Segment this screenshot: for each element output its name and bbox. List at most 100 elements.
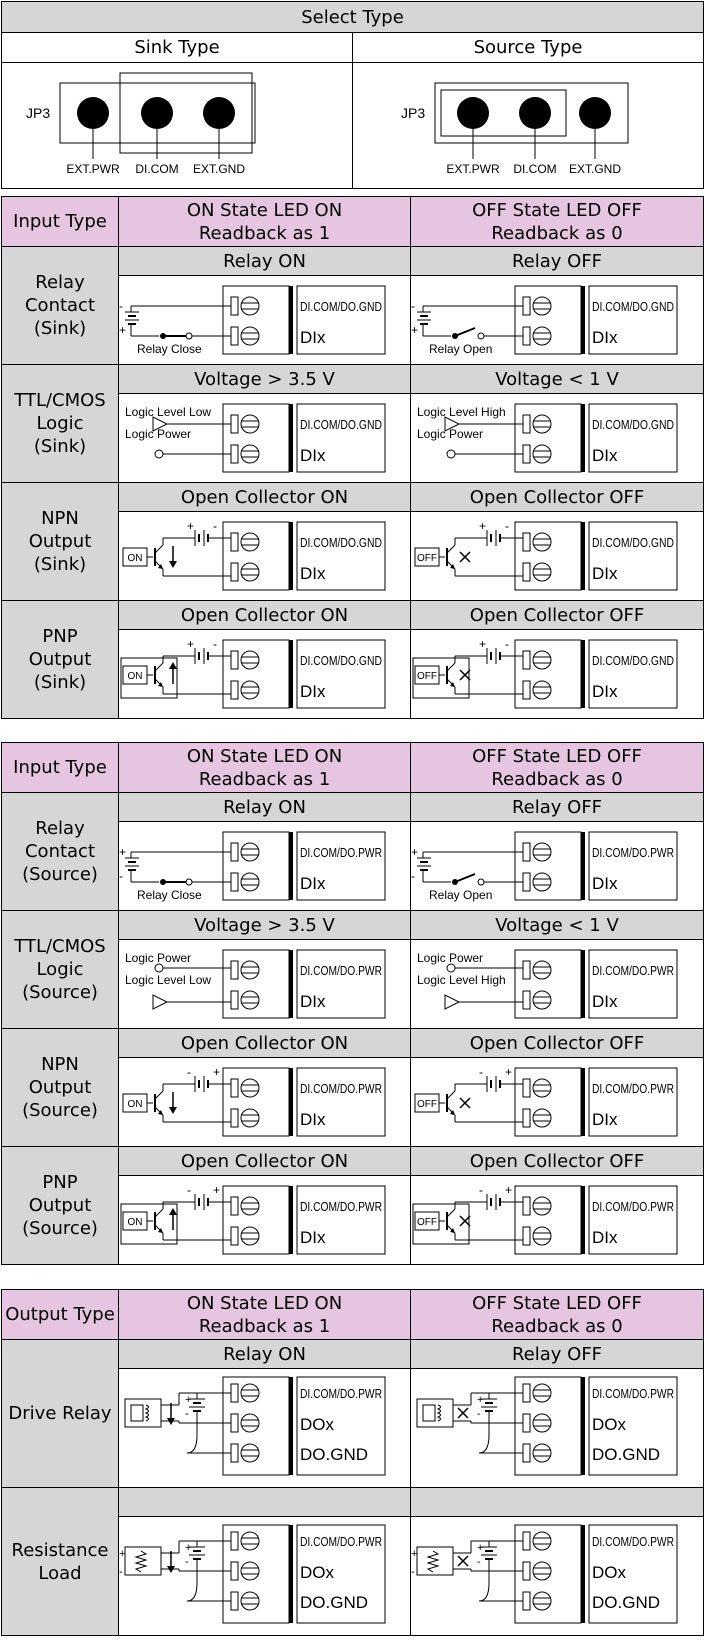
svg-text:-: -: [505, 637, 509, 651]
terminal-slot: [230, 1443, 239, 1463]
opto-state-box: ON: [128, 1217, 143, 1228]
no-current-icon: [459, 1215, 471, 1227]
screw-terminal-icon: [240, 562, 260, 582]
screw-terminal-icon: [532, 1591, 552, 1611]
jumper-pin: [519, 97, 551, 129]
logic-label-1: Logic Level High: [417, 405, 506, 419]
screw-terminal-icon: [532, 1443, 552, 1463]
svg-text:+: +: [477, 1542, 483, 1554]
screw-terminal-icon: [240, 1226, 260, 1246]
com-terminal-label: DI.COM/DO.PWR: [592, 963, 674, 978]
svg-text:+: +: [477, 1394, 483, 1406]
screw-terminal-icon: [240, 532, 260, 552]
screw-terminal-icon: [532, 326, 552, 346]
resistor-icon: [426, 1550, 440, 1573]
state-label-on: Open Collector ON: [118, 482, 411, 512]
screw-terminal-icon: [532, 650, 552, 670]
terminal-slot: [230, 444, 239, 464]
dix-terminal-label: DIx: [300, 328, 326, 347]
screw-terminal-icon: [240, 1108, 260, 1128]
dix-terminal-label: DIx: [300, 564, 326, 583]
select-type-title: Select Type: [0, 1, 704, 33]
terminal-slot: [230, 562, 239, 582]
terminal-slot: [230, 1108, 239, 1128]
svg-text:+: +: [187, 519, 194, 533]
screw-terminal-icon: [532, 532, 552, 552]
com-terminal-label: DI.COM/DO.PWR: [592, 1386, 674, 1401]
svg-text:+: +: [185, 1542, 191, 1554]
com-terminal-label: DI.COM/DO.PWR: [300, 1199, 382, 1214]
dix-terminal-label: DIx: [300, 446, 326, 465]
svg-text:-: -: [505, 519, 509, 533]
svg-text:+: +: [479, 637, 486, 651]
screw-terminal-icon: [240, 1531, 260, 1551]
opto-state-box: ON: [128, 553, 143, 564]
resistor-icon: [134, 1550, 148, 1573]
screw-terminal-icon: [532, 1383, 552, 1403]
terminal-slot: [230, 842, 239, 862]
screw-terminal-icon: [532, 680, 552, 700]
screw-terminal-icon: [240, 1591, 260, 1611]
pin-ext-gnd: EXT.GND: [569, 162, 621, 176]
input-type-header: Input Type: [1, 196, 119, 247]
pin-ext-pwr: EXT.PWR: [446, 162, 500, 176]
jumper-pin: [77, 97, 109, 129]
svg-text:+: +: [411, 845, 418, 859]
svg-text:+: +: [411, 1548, 417, 1560]
screw-terminal-icon: [532, 296, 552, 316]
terminal-slot: [230, 960, 239, 980]
terminal-slot: [522, 562, 531, 582]
com-terminal-label: DI.COM/DO.GND: [300, 417, 382, 432]
logic-label-2: Logic Level Low: [125, 973, 211, 987]
svg-text:-: -: [185, 1408, 189, 1420]
opto-state-box: ON: [128, 671, 143, 682]
terminal-slot: [230, 1561, 239, 1581]
dix-terminal-label: DIx: [300, 1228, 326, 1247]
terminal-slot: [522, 1443, 531, 1463]
relay-state-note: Relay Close: [137, 342, 202, 356]
screw-terminal-icon: [240, 1443, 260, 1463]
pin-ext-pwr: EXT.PWR: [66, 162, 120, 176]
relay-state-note: Relay Open: [429, 342, 492, 356]
state-label-on: Relay ON: [118, 246, 411, 276]
terminal-slot: [522, 960, 531, 980]
svg-text:-: -: [213, 519, 217, 533]
com-terminal-label: DI.COM/DO.PWR: [300, 1081, 382, 1096]
svg-text:-: -: [119, 1566, 123, 1578]
opto-state-box: OFF: [417, 671, 437, 682]
screw-terminal-icon: [240, 990, 260, 1010]
com-terminal-label: DI.COM/DO.GND: [592, 417, 674, 432]
screw-terminal-icon: [240, 650, 260, 670]
svg-text:+: +: [119, 845, 126, 859]
state-label-off: [410, 1487, 704, 1517]
screw-terminal-icon: [532, 1226, 552, 1246]
jumper-pin: [141, 97, 173, 129]
com-terminal-label: DI.COM/DO.PWR: [300, 1386, 382, 1401]
screw-terminal-icon: [532, 1413, 552, 1433]
svg-text:+: +: [411, 323, 418, 337]
dix-terminal-label: DIx: [300, 874, 326, 893]
opto-state-box: OFF: [417, 1217, 437, 1228]
dix-terminal-label: DIx: [592, 682, 618, 701]
terminal-slot: [230, 1591, 239, 1611]
terminal-slot: [230, 872, 239, 892]
terminal-slot: [522, 1591, 531, 1611]
screw-terminal-icon: [532, 960, 552, 980]
jumper-pin: [457, 97, 489, 129]
screw-terminal-icon: [240, 1413, 260, 1433]
terminal-slot: [230, 296, 239, 316]
dix-terminal-label: DIx: [592, 564, 618, 583]
dix-terminal-label: DIx: [592, 446, 618, 465]
com-terminal-label: DI.COM/DO.GND: [300, 535, 382, 550]
terminal-slot: [522, 532, 531, 552]
